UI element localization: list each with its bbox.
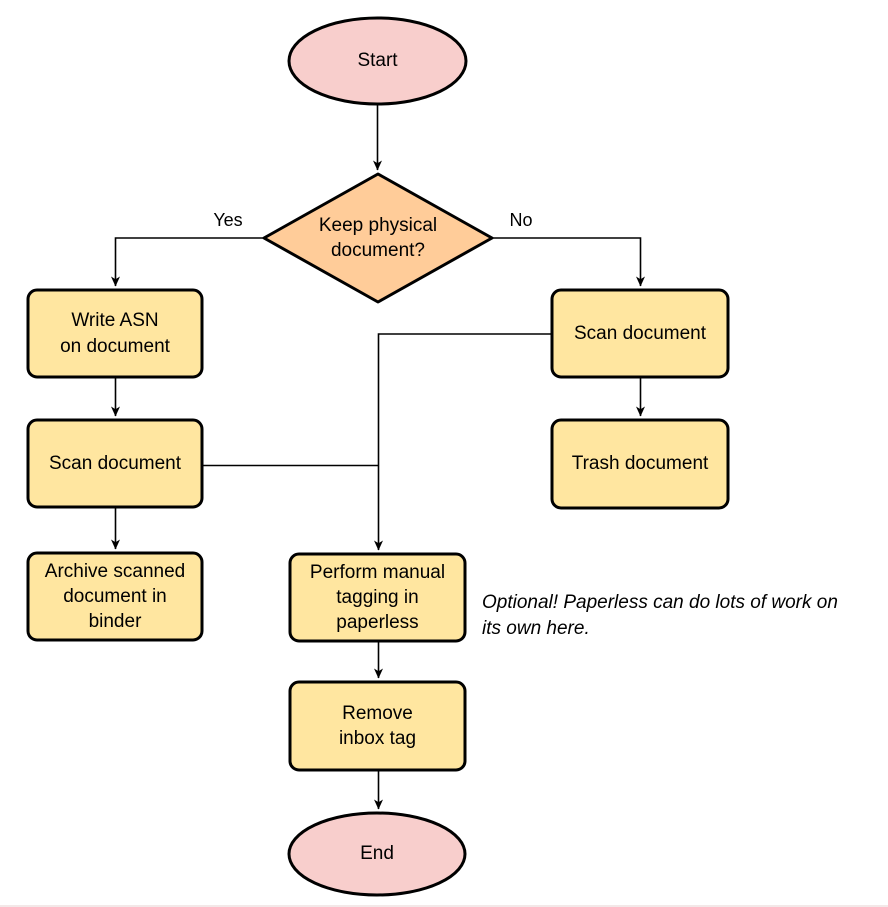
- bottom-edge-line: [0, 905, 888, 907]
- scan-left-node-shape: [26, 418, 204, 509]
- edge-scanright-to-tagging: [374, 333, 552, 551]
- remove-inbox-node-shape: [288, 680, 467, 772]
- scan-right-node-shape: [550, 288, 730, 379]
- write-asn-node-shape: [26, 288, 204, 379]
- decision-diamond-shape: [262, 172, 494, 304]
- optional-note-text: Optional! Paperless can do lots of work …: [482, 592, 838, 639]
- start-node-shape: [287, 16, 468, 106]
- edge-decision-no: [493, 237, 645, 287]
- edge-decision-yes: [111, 237, 263, 287]
- perform-tagging-node-shape: [288, 552, 467, 643]
- end-node-shape: [287, 811, 467, 897]
- archive-node-shape: [26, 551, 204, 642]
- trash-node-shape: [550, 418, 730, 510]
